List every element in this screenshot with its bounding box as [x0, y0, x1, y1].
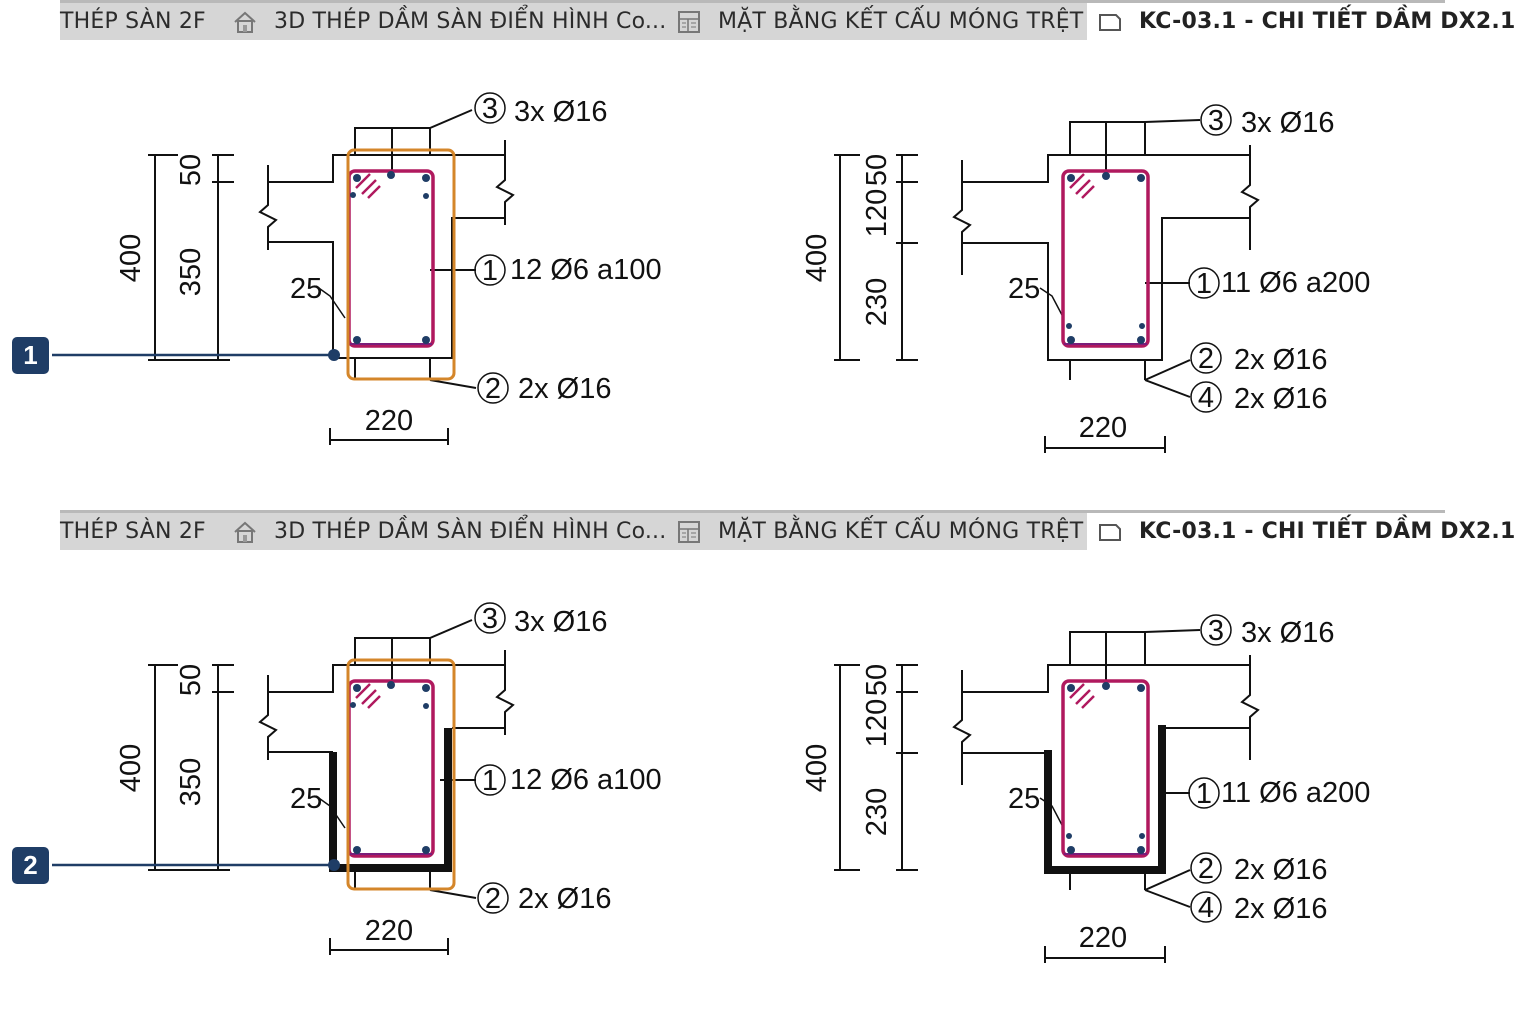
dim-120: 120	[861, 189, 893, 237]
callout-num-2: 2	[1198, 343, 1214, 375]
stirrup-rebar	[347, 679, 435, 858]
dim-230: 230	[861, 788, 893, 836]
stirrup-rebar	[1061, 679, 1150, 858]
callout-top-bars: 3x Ø16	[514, 96, 608, 128]
callout-stirrup: 12 Ø6 a100	[510, 764, 662, 796]
callout-num-2: 2	[485, 883, 501, 915]
house-3d-icon	[234, 11, 256, 33]
sheet-icon	[1099, 523, 1121, 541]
dim-350: 350	[175, 758, 207, 806]
callout-num-2: 2	[485, 373, 501, 405]
callout-num-1: 1	[482, 765, 498, 797]
panel-1: THÉP SÀN 2F 3D THÉP DẦM SÀN ĐIỂN HÌNH Co…	[12, 0, 1515, 453]
dim-cover-25: 25	[290, 783, 322, 815]
highlight-box	[346, 658, 456, 891]
callout-stirrup: 12 Ø6 a100	[510, 254, 662, 286]
callout-bottom2-bars: 2x Ø16	[1234, 383, 1328, 415]
dim-total-400: 400	[801, 234, 833, 282]
tab-3d-thep-dam-san[interactable]: 3D THÉP DẦM SÀN ĐIỂN HÌNH Co...	[232, 513, 666, 550]
stirrup-rebar	[347, 169, 435, 348]
tab-mat-bang-ket-cau[interactable]: MẶT BẰNG KẾT CẤU MÓNG TRỆT	[676, 3, 1083, 40]
tab-kc-03-1-chi-tiet-dam[interactable]: KC-03.1 - CHI TIẾT DẦM DX2.1	[1087, 513, 1515, 550]
beam-section-drawing-1: 400 50 350 25 220 3 3x Ø16 1 12 Ø6 a100 …	[52, 92, 1370, 453]
callout-num-1: 1	[482, 255, 498, 287]
callout-num-1: 1	[1196, 778, 1212, 810]
callout-num-3: 3	[482, 93, 498, 125]
dim-120: 120	[861, 699, 893, 747]
floorplan-icon	[678, 10, 700, 33]
callout-bottom-bars: 2x Ø16	[518, 373, 612, 405]
view-tab-bar: THÉP SÀN 2F 3D THÉP DẦM SÀN ĐIỂN HÌNH Co…	[60, 0, 1515, 40]
dim-top-50: 50	[175, 154, 207, 186]
selected-beam-edge	[329, 728, 452, 872]
panel-2: THÉP SÀN 2F 3D THÉP DẦM SÀN ĐIỂN HÌNH Co…	[0, 510, 1520, 1020]
highlight-box	[346, 148, 456, 381]
dim-cover-25: 25	[290, 273, 322, 305]
dim-width-220: 220	[1079, 922, 1127, 954]
callout-top-bars: 3x Ø16	[514, 606, 608, 638]
dim-top-50: 50	[175, 664, 207, 696]
callout-stirrup: 11 Ø6 a200	[1221, 267, 1370, 299]
dim-width-220: 220	[365, 405, 413, 437]
dim-230: 230	[861, 278, 893, 326]
callout-bottom-bars: 2x Ø16	[1234, 854, 1328, 886]
callout-num-3: 3	[482, 603, 498, 635]
dim-width-220: 220	[365, 915, 413, 947]
dim-cover-25: 25	[1008, 273, 1040, 305]
callout-num-2: 2	[1198, 853, 1214, 885]
dim-total-400: 400	[115, 744, 147, 792]
view-tab-bar: THÉP SÀN 2F 3D THÉP DẦM SÀN ĐIỂN HÌNH Co…	[60, 510, 1515, 550]
stirrup-rebar	[1061, 169, 1150, 348]
tab-thep-san-2f[interactable]: THÉP SÀN 2F	[60, 9, 206, 34]
callout-stirrup: 11 Ø6 a200	[1221, 777, 1370, 809]
floorplan-icon	[678, 520, 700, 543]
step-marker-2: 2	[12, 847, 49, 884]
dim-top-50: 50	[861, 154, 893, 186]
callout-num-1: 1	[1196, 268, 1212, 300]
callout-num-4: 4	[1198, 892, 1214, 924]
dim-top-50: 50	[861, 664, 893, 696]
house-3d-icon	[234, 521, 256, 543]
callout-top-bars: 3x Ø16	[1241, 617, 1335, 649]
dim-width-220: 220	[1079, 412, 1127, 444]
dim-350: 350	[175, 248, 207, 296]
callout-bottom-bars: 2x Ø16	[1234, 344, 1328, 376]
callout-num-3: 3	[1208, 615, 1224, 647]
callout-bottom-bars: 2x Ø16	[518, 883, 612, 915]
dim-total-400: 400	[115, 234, 147, 282]
tab-mat-bang-ket-cau[interactable]: MẶT BẰNG KẾT CẤU MÓNG TRỆT	[676, 513, 1083, 550]
dim-cover-25: 25	[1008, 783, 1040, 815]
callout-bottom2-bars: 2x Ø16	[1234, 893, 1328, 925]
beam-section-drawing-2: 400 50 350 25 220 3 3x Ø16 1 12 Ø6 a100 …	[52, 602, 1370, 963]
step-marker-1: 1	[12, 337, 49, 374]
tab-thep-san-2f[interactable]: THÉP SÀN 2F	[60, 519, 206, 544]
tab-kc-03-1-chi-tiet-dam[interactable]: KC-03.1 - CHI TIẾT DẦM DX2.1	[1087, 3, 1515, 40]
selected-beam-edge	[1044, 725, 1166, 874]
callout-num-4: 4	[1198, 382, 1214, 414]
sheet-icon	[1099, 13, 1121, 31]
callout-num-3: 3	[1208, 105, 1224, 137]
dim-total-400: 400	[801, 744, 833, 792]
tab-3d-thep-dam-san[interactable]: 3D THÉP DẦM SÀN ĐIỂN HÌNH Co...	[232, 3, 666, 40]
callout-top-bars: 3x Ø16	[1241, 107, 1335, 139]
